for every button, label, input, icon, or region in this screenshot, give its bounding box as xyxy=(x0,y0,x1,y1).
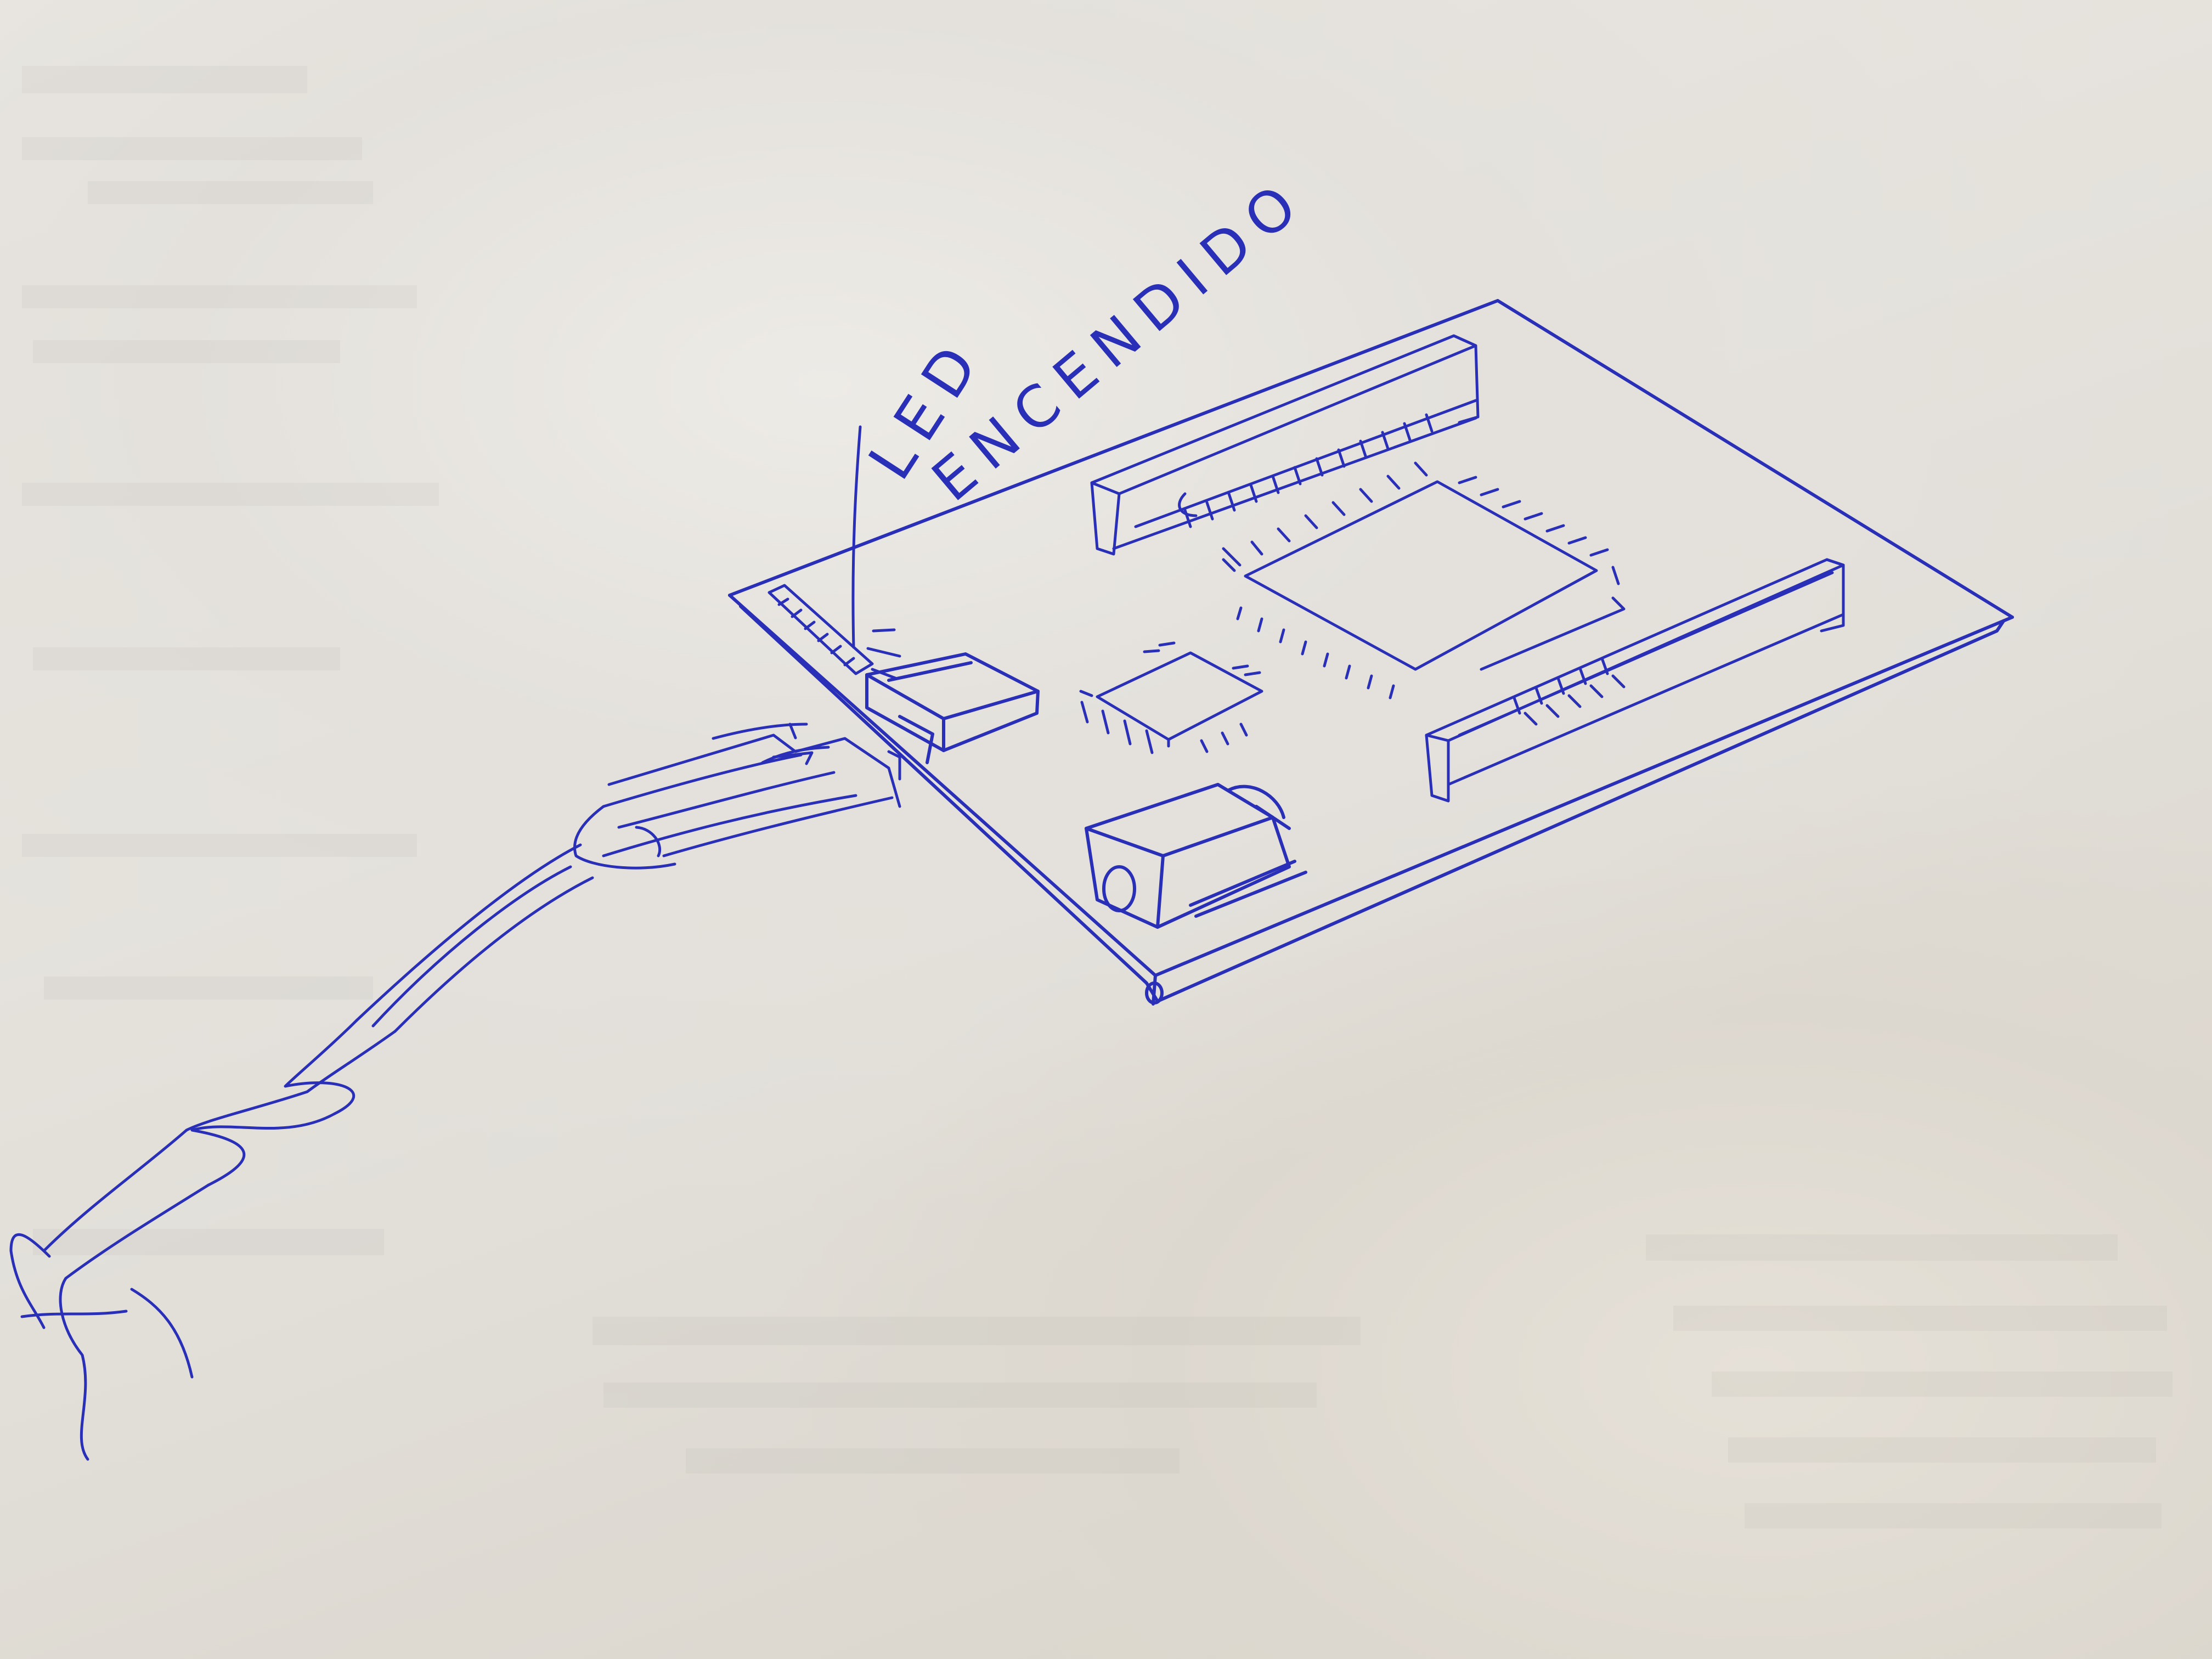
right-header-pins xyxy=(1425,558,1845,803)
small-chip-icon xyxy=(1079,641,1263,754)
usb-cable-icon xyxy=(9,723,901,1461)
top-header-pins xyxy=(1090,334,1480,556)
show-through-marks xyxy=(22,66,2172,1528)
power-jack-icon xyxy=(1085,783,1307,929)
main-chip-icon xyxy=(1222,461,1620,699)
board-outline xyxy=(728,299,2014,1006)
leader-line xyxy=(851,425,862,649)
usb-port-icon xyxy=(865,652,1040,764)
power-led-icon xyxy=(768,584,901,680)
